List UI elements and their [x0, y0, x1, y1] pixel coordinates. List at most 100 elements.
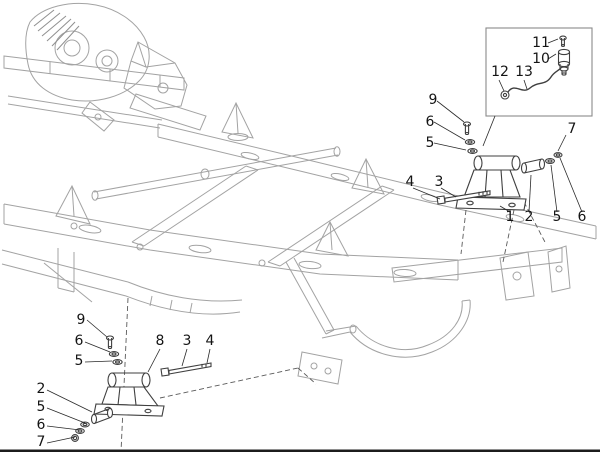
callout-6-upper: 6: [426, 114, 435, 130]
leader-line: [46, 407, 86, 424]
callout-13: 13: [515, 64, 533, 80]
callout-7-upper: 7: [568, 121, 577, 137]
leader-line: [440, 187, 457, 198]
cross-members: [131, 165, 395, 267]
washer: [108, 351, 120, 357]
callout-10: 10: [532, 51, 550, 67]
callout-7-lower: 7: [37, 434, 46, 450]
nut: [71, 434, 79, 442]
leader-line: [206, 348, 211, 364]
front-crossmember: [3, 55, 207, 131]
guide-line: [460, 209, 467, 255]
leader-line: [499, 205, 511, 213]
guide-line: [120, 297, 129, 452]
leader-line: [547, 53, 557, 60]
leader-line: [84, 360, 113, 363]
leader-line: [46, 425, 81, 431]
callout-6b-upper: 6: [578, 209, 587, 225]
lower-mount-assembly: [71, 335, 212, 442]
mount-tower: [315, 220, 349, 257]
callout-2-lower: 2: [37, 381, 46, 397]
chassis-frame: [1, 2, 597, 385]
front-lower-members: [1, 248, 243, 315]
callout-3-upper: 3: [435, 174, 444, 190]
suspension-arm: [129, 93, 207, 131]
engine-mount-ear: [81, 101, 115, 132]
callout-6-lower: 6: [75, 333, 84, 349]
pivot-pin: [520, 158, 546, 174]
callout-4-upper: 4: [406, 174, 415, 190]
page-bottom-edge: [0, 449, 600, 452]
long-bolt: [436, 190, 491, 205]
washer: [464, 139, 476, 145]
long-bolt: [160, 362, 212, 377]
washer: [545, 157, 555, 165]
gearbox-housing: [123, 41, 188, 110]
washer: [112, 359, 123, 365]
bolt-small: [105, 335, 115, 350]
callout-5-upper: 5: [426, 135, 435, 151]
leader-line: [412, 187, 441, 200]
leader-line: [550, 164, 558, 213]
callout-3-lower: 3: [183, 333, 192, 349]
leader-line: [528, 174, 532, 213]
bolt-small: [462, 121, 472, 136]
leader-line: [147, 348, 161, 373]
guide-line: [297, 367, 317, 385]
callout-9-lower: 9: [77, 312, 86, 328]
callout-8: 8: [156, 333, 165, 349]
callout-4-lower: 4: [206, 333, 215, 349]
leader-line: [86, 319, 108, 338]
callout-5b-lower: 5: [37, 399, 46, 415]
leader-line: [523, 79, 528, 90]
leader-line: [433, 142, 467, 151]
rear-subframe: [285, 257, 471, 385]
callout-5-lower: 5: [75, 353, 84, 369]
mount-tower: [351, 157, 385, 195]
leader-line: [482, 115, 496, 147]
mount-tower: [221, 101, 254, 139]
callout-labels: 11 10 12 13 9 6 5 7 4 3 1 2 5 6 9 6 5 8 …: [37, 35, 587, 450]
engine-block: [25, 2, 188, 132]
leader-line: [559, 157, 583, 213]
washer: [553, 152, 563, 158]
guide-line: [159, 367, 299, 399]
leader-line: [436, 100, 465, 123]
leader-line: [181, 348, 188, 367]
washer: [467, 148, 478, 154]
rear-crossmember: [391, 245, 571, 301]
screw-small: [559, 35, 567, 47]
sensor-body: [557, 48, 571, 76]
near-frame-rail: [3, 184, 459, 281]
leader-line: [498, 79, 505, 92]
callout-12: 12: [491, 64, 509, 80]
leader-line: [84, 341, 111, 353]
sensor-cable: [500, 67, 562, 100]
engine-mount-bracket: [93, 372, 165, 417]
leader-line: [547, 38, 559, 44]
leader-line: [557, 134, 567, 152]
leader-line: [46, 436, 76, 444]
callout-9-upper: 9: [429, 92, 438, 108]
mount-tower: [55, 184, 91, 225]
engine-hatching: [33, 9, 80, 51]
steering-rod: [91, 146, 341, 201]
inset-border: [485, 27, 593, 117]
engine-mount-bracket: [455, 155, 527, 211]
callout-leader-lines: [46, 38, 583, 444]
callout-6b-lower: 6: [37, 417, 46, 433]
washer: [80, 421, 90, 428]
callout-1: 1: [506, 209, 515, 225]
callout-2-upper: 2: [525, 209, 534, 225]
pivot-pin: [90, 407, 114, 425]
leader-line: [46, 389, 93, 413]
dashed-guide-lines: [120, 201, 547, 452]
upper-mount-assembly: [436, 121, 563, 211]
callout-11: 11: [532, 35, 550, 51]
frame-bracket: [297, 351, 343, 385]
inset-detail-box: [485, 27, 593, 117]
guide-line: [502, 209, 515, 263]
leader-line: [433, 121, 466, 141]
